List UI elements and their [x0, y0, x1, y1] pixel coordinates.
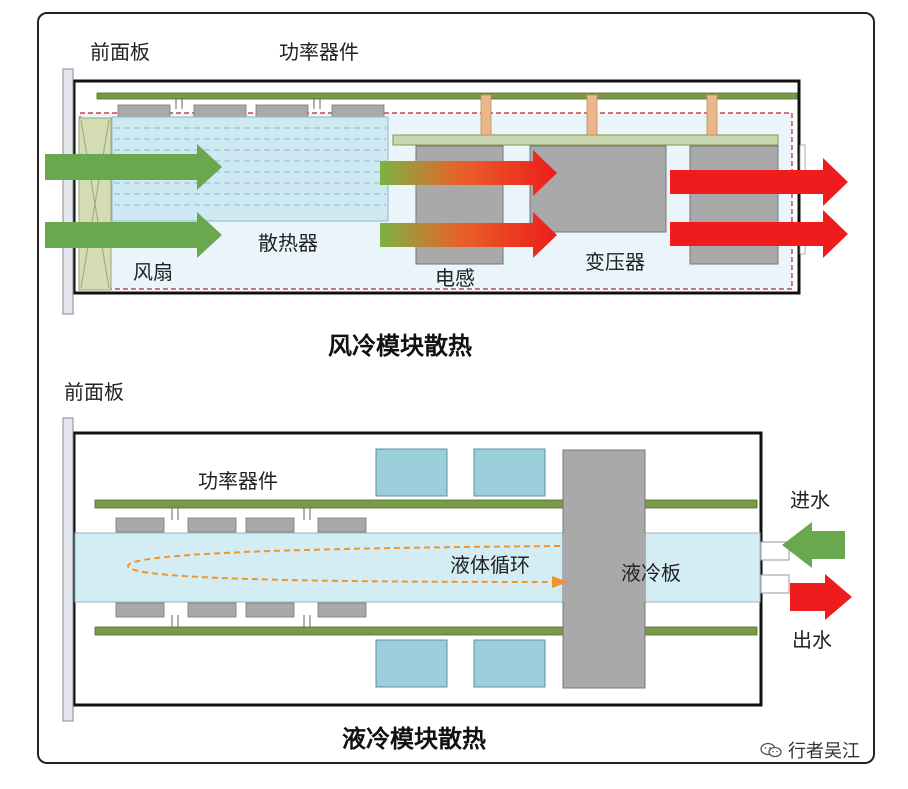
- fan-label: 风扇: [133, 260, 173, 284]
- liquid-cooled-module: [62, 417, 852, 722]
- liquid-cooled-caption: 液冷模块散热: [342, 725, 486, 753]
- power-device: [193, 104, 247, 118]
- air-front-panel: [62, 68, 74, 315]
- hot-air-arrow-bottom: [380, 212, 557, 258]
- water-out-arrow: [790, 574, 852, 620]
- water-outlet-nozzle: [760, 574, 790, 594]
- water-in-label: 进水: [790, 488, 830, 512]
- power-device: [115, 602, 165, 618]
- liquid-pcb-top: [94, 499, 758, 509]
- transformer-pcb: [392, 134, 779, 146]
- liquid-front-panel: [62, 417, 74, 722]
- wechat-icon: [760, 742, 782, 758]
- liquid-power-devices-label: 功率器件: [198, 469, 278, 493]
- water-in-arrow: [782, 522, 845, 568]
- water-out-label: 出水: [792, 628, 832, 652]
- heatsink-label: 散热器: [258, 231, 318, 255]
- exhaust-arrow-top: [670, 158, 848, 206]
- liquid-loop-arrowhead: [552, 576, 568, 588]
- heatsink-fins: [114, 127, 386, 206]
- magnetic-part: [375, 448, 448, 497]
- air-inlet-arrow-bottom: [45, 212, 222, 258]
- watermark: 行者吴江: [760, 737, 860, 763]
- transformer-2: [689, 145, 779, 265]
- magnetic-part: [375, 639, 448, 688]
- power-device: [255, 104, 309, 118]
- fan-blade-cross: [80, 119, 110, 289]
- power-device: [245, 602, 295, 618]
- air-pcb-top: [96, 92, 798, 100]
- air-front-panel-label: 前面板: [90, 40, 150, 64]
- air-outlet-tab: [799, 144, 806, 172]
- power-device: [117, 104, 171, 118]
- standoff: [480, 94, 492, 136]
- watermark-text: 行者吴江: [788, 741, 860, 762]
- liquid-pcb-bottom: [94, 626, 758, 636]
- power-device: [245, 517, 295, 533]
- air-cooled-module: [45, 68, 848, 315]
- magnetic-part: [473, 448, 546, 497]
- device-lead: [171, 508, 311, 627]
- standoff: [706, 94, 718, 136]
- power-device: [115, 517, 165, 533]
- inductor-label: 电感: [435, 266, 475, 290]
- magnetic-part: [473, 639, 546, 688]
- power-device: [317, 602, 367, 618]
- air-inlet-arrow-top: [45, 144, 222, 190]
- transformer-label: 变压器: [585, 250, 645, 274]
- power-device: [187, 517, 237, 533]
- cold-plate-overlay: [563, 533, 645, 602]
- power-device: [187, 602, 237, 618]
- water-inlet-nozzle: [760, 541, 790, 561]
- cold-plate: [74, 532, 761, 603]
- power-device: [331, 104, 385, 118]
- transformer: [529, 145, 667, 233]
- liquid-enclosure: [72, 431, 763, 707]
- liquid-circulation-label: 液体循环: [450, 553, 530, 577]
- exhaust-arrow-bottom: [670, 210, 848, 258]
- air-cooled-caption: 风冷模块散热: [328, 332, 472, 360]
- standoff: [586, 94, 598, 136]
- hot-air-arrow-top: [380, 150, 557, 196]
- power-device: [317, 517, 367, 533]
- device-lead: [175, 99, 321, 109]
- cold-plate-label: 液冷板: [621, 561, 681, 585]
- liquid-loop: [126, 545, 561, 583]
- air-power-devices-label: 功率器件: [279, 40, 359, 64]
- liquid-front-panel-label: 前面板: [64, 380, 124, 404]
